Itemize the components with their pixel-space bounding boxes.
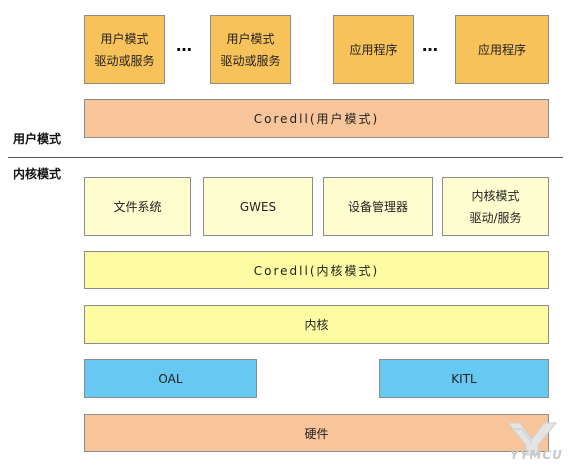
device-manager-box: 设备管理器 [323, 177, 433, 236]
application-2-label: 应用程序 [477, 43, 526, 57]
user-mode-label: 用户模式 [13, 132, 62, 146]
user-mode-driver-1-line1: 用户模式 [100, 31, 149, 46]
user-mode-driver-box-1: 用户模式 驱动或服务 [84, 15, 165, 84]
user-mode-driver-2-line1: 用户模式 [226, 31, 275, 46]
device-manager-label: 设备管理器 [347, 200, 408, 214]
application-box-2: 应用程序 [455, 15, 549, 84]
hardware-bar: 硬件 [84, 414, 549, 452]
kitl-label: KITL [451, 371, 477, 386]
kernel-mode-driver-line2: 驱动/服务 [469, 210, 522, 225]
coredll-kernel-mode-bar: Coredll(内核模式) [84, 251, 549, 289]
user-mode-driver-box-2: 用户模式 驱动或服务 [210, 15, 291, 84]
oal-box: OAL [84, 359, 257, 398]
gwes-label: GWES [239, 199, 277, 214]
kernel-mode-driver-box: 内核模式 驱动/服务 [442, 177, 549, 236]
hardware-label: 硬件 [304, 426, 329, 441]
ellipsis-1: … [176, 36, 194, 55]
application-box-1: 应用程序 [333, 15, 414, 84]
filesys-box: 文件系统 [84, 177, 191, 236]
watermark-text: YYMCU [510, 448, 563, 462]
user-mode-driver-2-line2: 驱动或服务 [220, 53, 281, 68]
coredll-user-mode-bar: Coredll(用户模式) [84, 99, 549, 138]
filesys-label: 文件系统 [113, 200, 162, 214]
ellipsis-2: … [422, 36, 440, 55]
kernel-bar: 内核 [84, 305, 549, 344]
kernel-label: 内核 [304, 318, 329, 332]
coredll-user-mode-label: Coredll(用户模式) [253, 112, 380, 126]
application-1-label: 应用程序 [349, 43, 398, 57]
mode-divider-line [8, 157, 563, 158]
kernel-mode-label: 内核模式 [13, 167, 62, 181]
gwes-box: GWES [203, 177, 313, 236]
oal-label: OAL [158, 371, 183, 386]
user-mode-driver-1-line2: 驱动或服务 [94, 53, 155, 68]
kitl-box: KITL [379, 359, 549, 398]
coredll-kernel-mode-label: Coredll(内核模式) [253, 263, 380, 278]
kernel-mode-driver-line1: 内核模式 [471, 188, 520, 203]
watermark-logo-icon [506, 422, 558, 456]
